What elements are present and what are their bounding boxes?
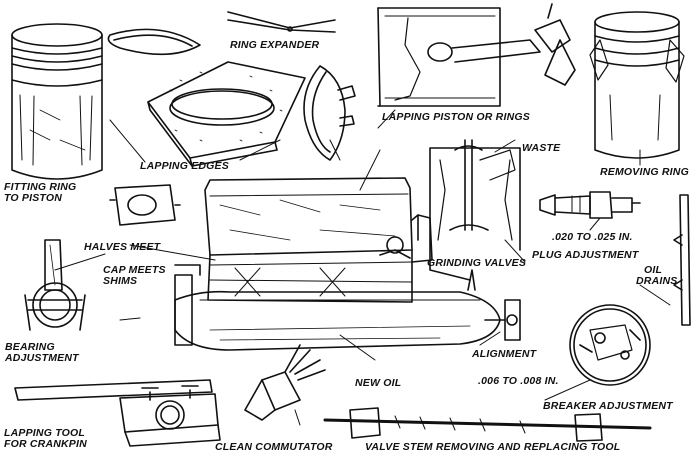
label-halves-meet: HALVES MEET xyxy=(84,241,161,253)
oil-drain-drawing xyxy=(673,194,691,326)
lapping-tool-drawing xyxy=(14,379,221,447)
alignment-drawing xyxy=(484,299,521,341)
oil-pan-drawing xyxy=(174,264,501,351)
label-removing-ring: REMOVING RING xyxy=(600,166,689,178)
ring-expander-drawing xyxy=(107,11,336,56)
label-breaker-gap: .006 TO .008 IN. xyxy=(478,375,559,387)
label-valve-stem-tool: VALVE STEM REMOVING AND REPLACING TOOL xyxy=(365,441,621,453)
valve-stem-tool-drawing xyxy=(323,407,652,442)
label-new-oil: NEW OIL xyxy=(355,377,402,389)
label-breaker-adjustment: BREAKER ADJUSTMENT xyxy=(543,400,673,412)
magneto-drawing xyxy=(109,184,181,226)
piston-right-drawing xyxy=(589,11,685,159)
spark-plug-drawing xyxy=(539,191,641,219)
label-lapping-tool: LAPPING TOOL FOR CRANKPIN xyxy=(4,427,87,451)
leader-lines xyxy=(54,109,671,426)
label-waste: WASTE xyxy=(522,142,561,154)
label-fitting-ring: FITTING RING TO PISTON xyxy=(4,181,77,205)
bearing-drawing xyxy=(24,239,86,331)
label-alignment: ALIGNMENT xyxy=(472,348,537,360)
lapping-edges-drawing xyxy=(147,61,306,167)
label-ring-expander: RING EXPANDER xyxy=(230,39,320,51)
engine-block-drawing xyxy=(204,177,433,303)
label-lapping-edges: LAPPING EDGES xyxy=(140,160,229,172)
valve-section-drawing xyxy=(429,139,521,281)
label-clean-commutator: CLEAN COMMUTATOR xyxy=(215,441,333,453)
label-cap-meets-shims: CAP MEETS SHIMS xyxy=(103,264,166,288)
breaker-drawing xyxy=(569,304,651,386)
label-oil-drains: OIL DRAINS xyxy=(636,264,678,288)
lapping-piston-drawing xyxy=(377,3,576,107)
ring-held-drawing xyxy=(303,65,356,161)
piston-left-drawing xyxy=(11,23,103,180)
label-grinding-valves: GRINDING VALVES xyxy=(427,257,527,269)
label-plug-adjustment: PLUG ADJUSTMENT xyxy=(532,249,639,261)
label-gap-measure: .020 TO .025 IN. xyxy=(552,231,633,243)
commutator-drawing xyxy=(244,344,326,421)
label-bearing-adjustment: BEARING ADJUSTMENT xyxy=(5,341,79,365)
label-lapping-piston: LAPPING PISTON OR RINGS xyxy=(382,111,530,123)
